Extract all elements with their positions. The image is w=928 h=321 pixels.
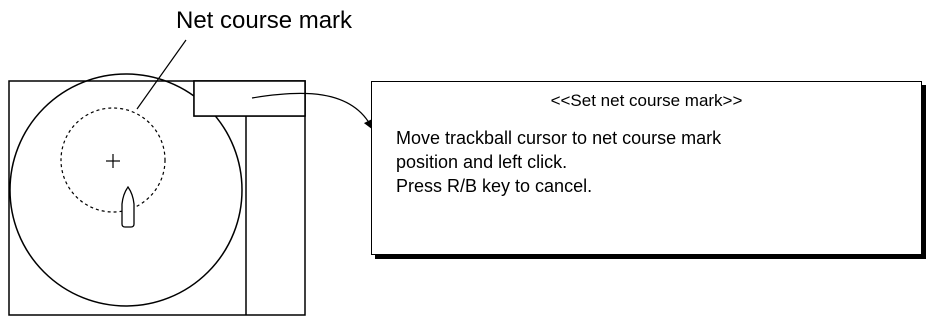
radar-circle <box>9 73 243 307</box>
dialog-instruction-line: position and left click. <box>396 152 568 172</box>
dialog-instruction-line: Press R/B key to cancel. <box>396 176 593 196</box>
dialog-title: <<Set net course mark>> <box>550 91 743 110</box>
dialog-body: Move trackball cursor to net course mark… <box>396 126 721 198</box>
set-net-course-dialog: <<Set net course mark>> Move trackball c… <box>371 81 922 255</box>
own-ship-icon <box>121 185 135 228</box>
dialog-instruction-line: Move trackball cursor to net course mark <box>396 128 722 148</box>
label-leader-line <box>136 39 187 110</box>
net-course-mark-label: Net course mark <box>176 7 353 34</box>
center-cross-icon <box>106 154 120 168</box>
callout-arrow <box>251 92 373 130</box>
net-course-mark-ring <box>60 107 166 213</box>
